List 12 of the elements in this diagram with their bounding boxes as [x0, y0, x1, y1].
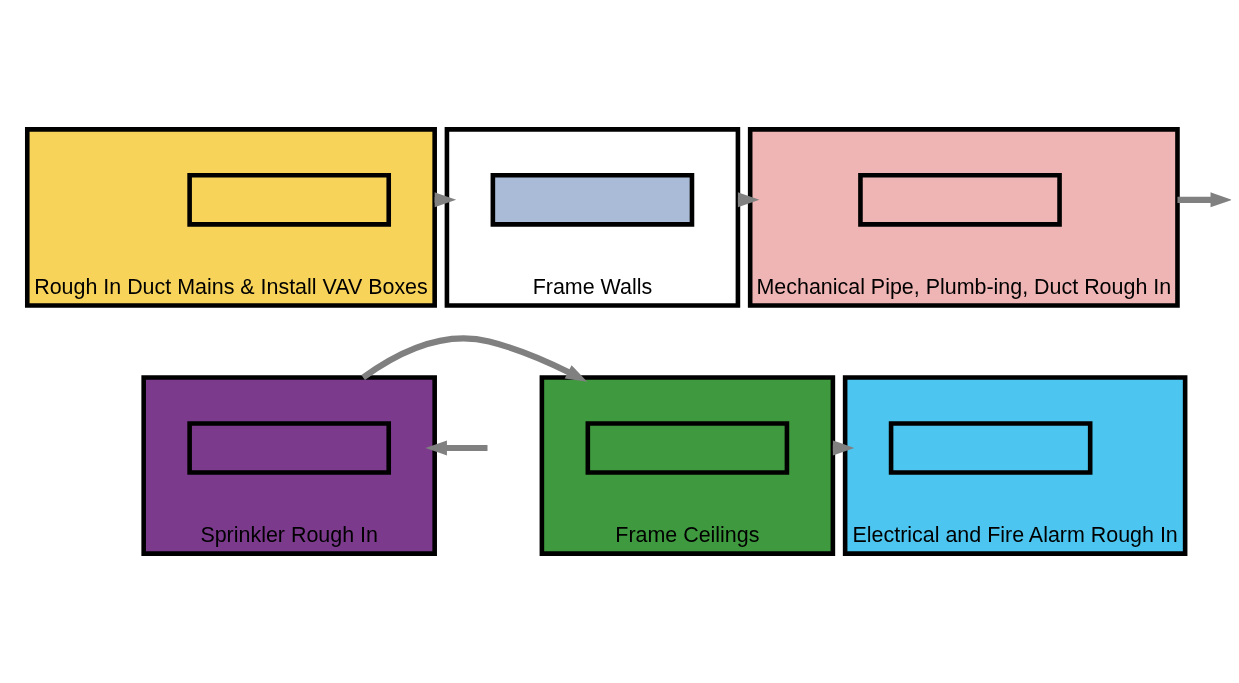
node-box [490, 173, 695, 227]
arrow [1177, 192, 1231, 208]
node-box [187, 421, 391, 475]
node-box [585, 421, 790, 475]
cluster: Electrical and Fire Alarm Rough In [842, 375, 1188, 556]
cluster: Mechanical Pipe, Plumb-ing, Duct Rough In [747, 127, 1180, 308]
arrow [361, 335, 588, 382]
arrow [425, 440, 488, 456]
node-box [858, 173, 1062, 227]
cluster: Sprinkler Rough In [141, 375, 437, 556]
node-box [187, 173, 391, 227]
node-box [888, 421, 1093, 475]
